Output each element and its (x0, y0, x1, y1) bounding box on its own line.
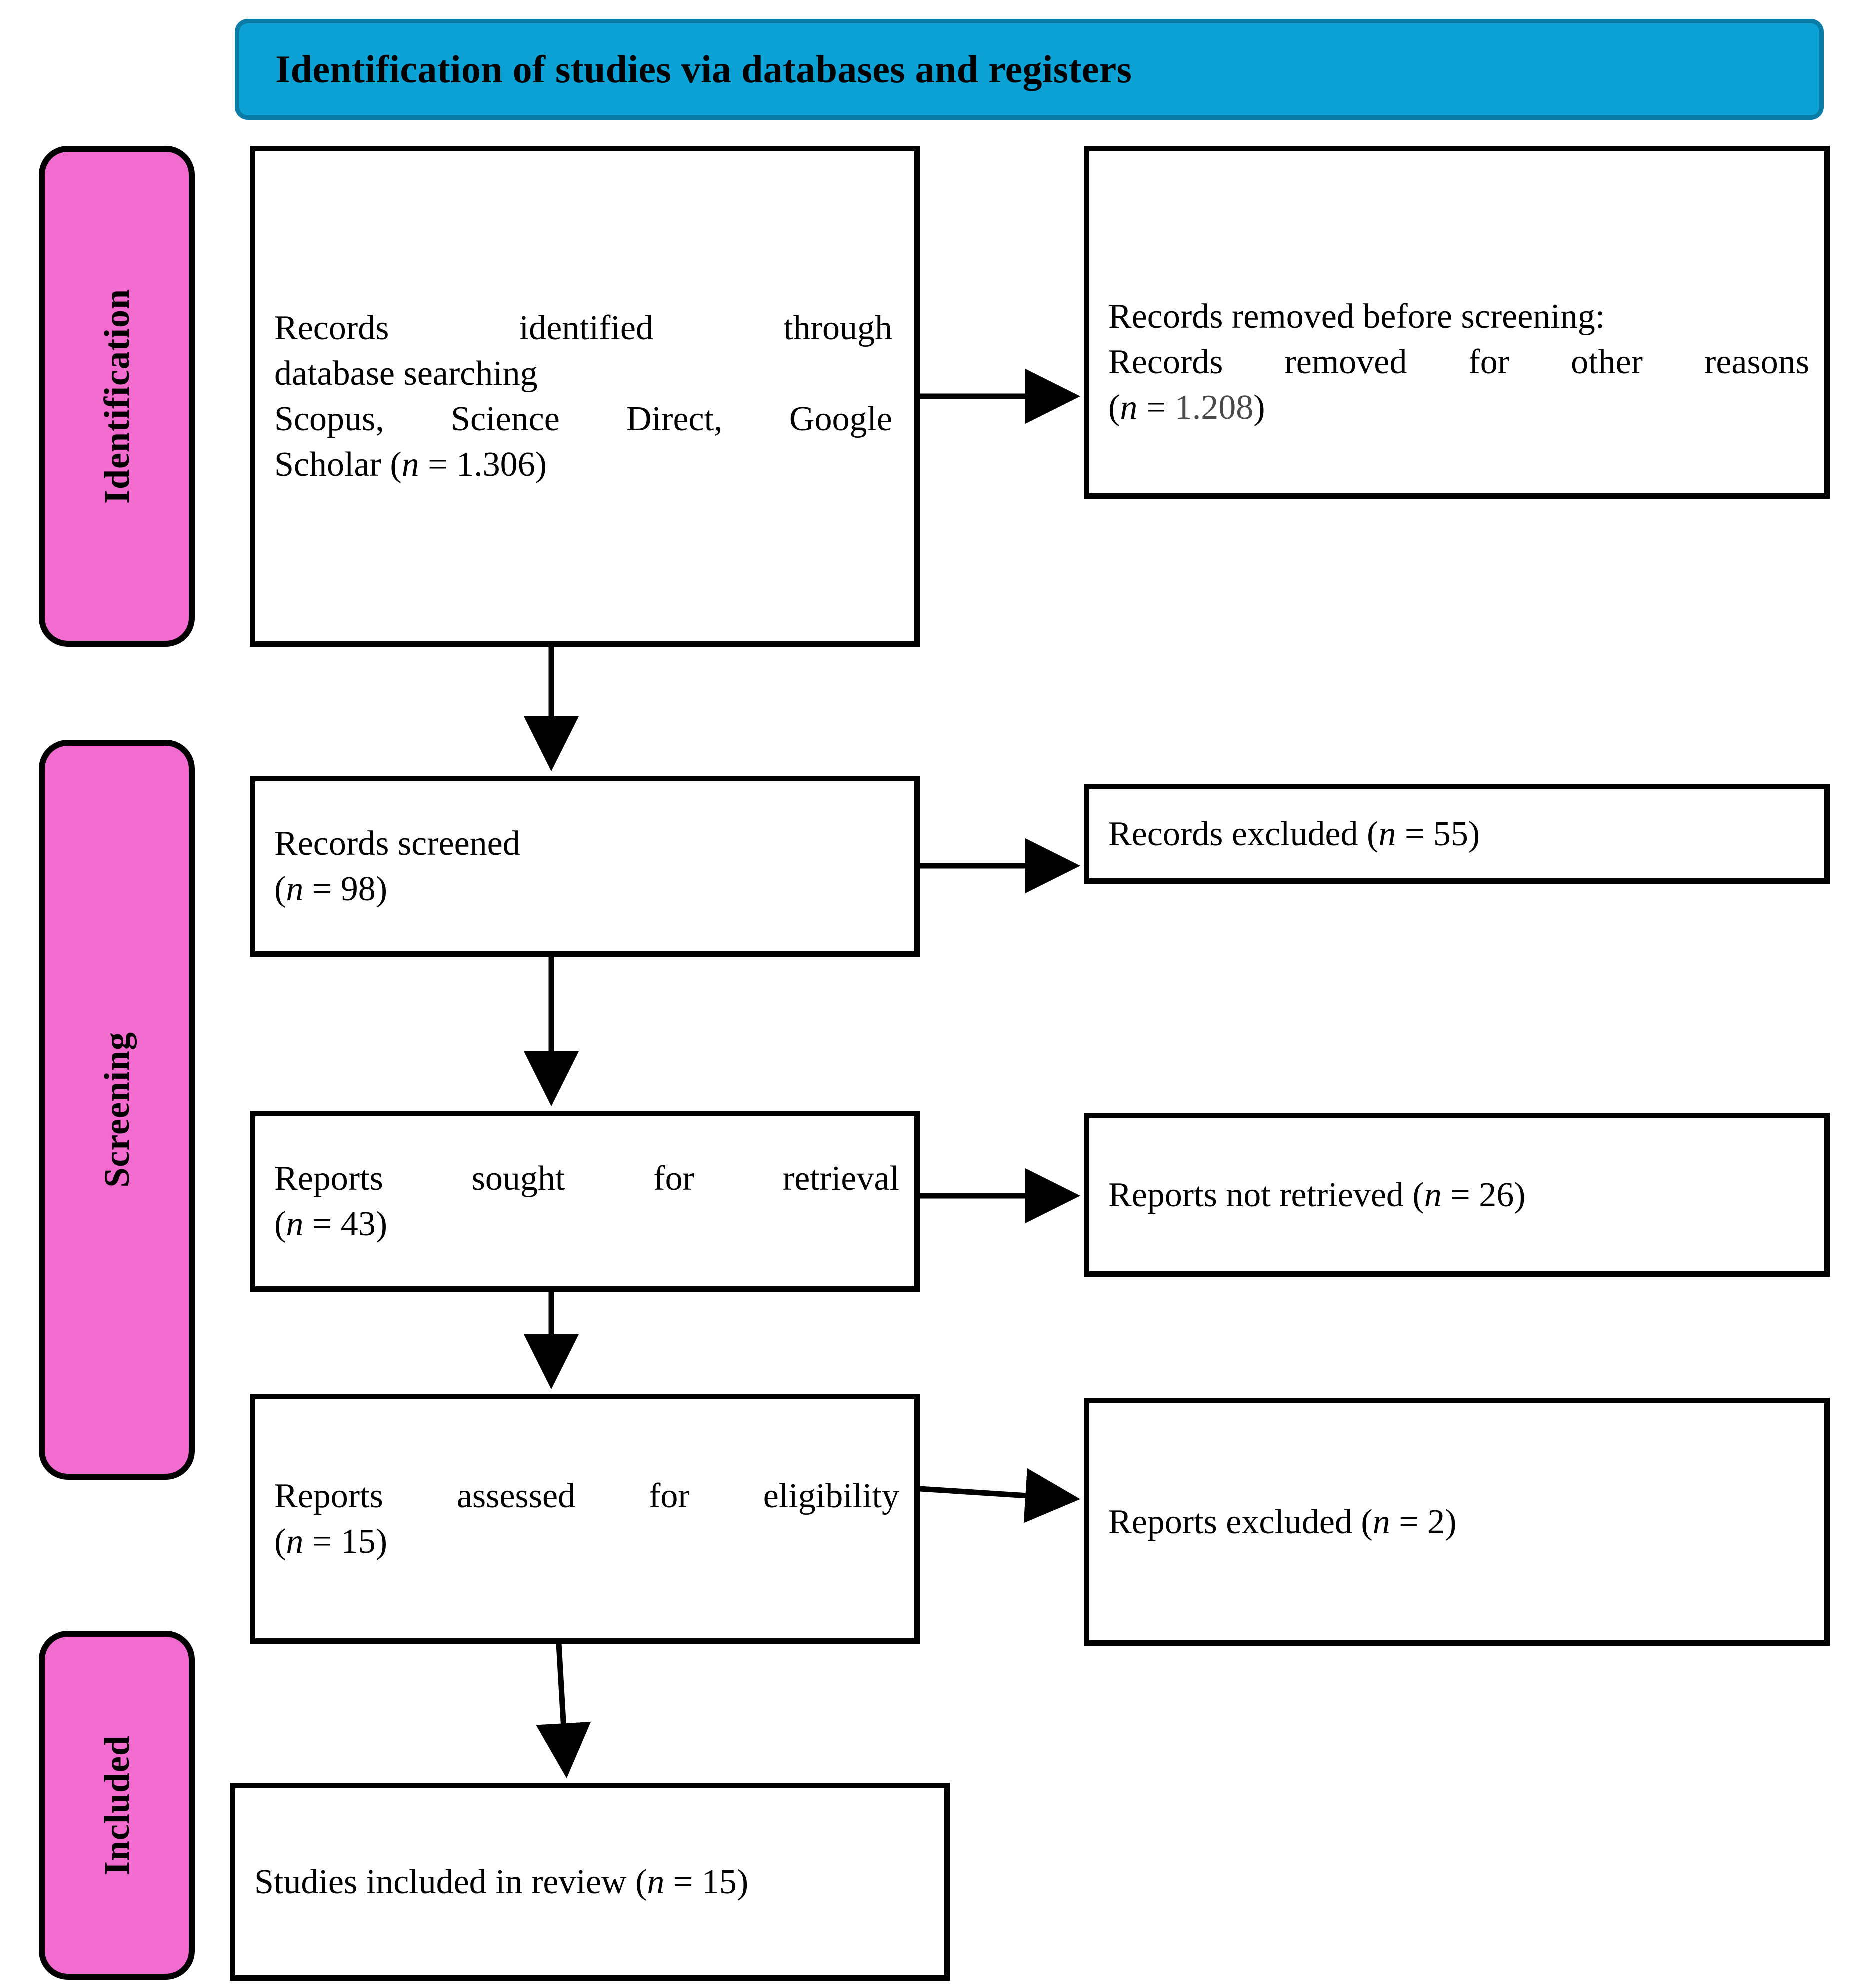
box-records-excluded-text: Records excluded (n = 55) (1090, 811, 1824, 857)
records-removed-paren-close: ) (1254, 388, 1266, 427)
diagram-header-title: Identification of studies via databases … (276, 47, 1132, 91)
box-records-screened-text: Records screened (n = 98) (256, 821, 914, 912)
box-reports-sought: Reports sought for retrieval (n = 43) (250, 1111, 920, 1292)
box-studies-included: Studies included in review (n = 15) (230, 1783, 950, 1981)
reports-not-retrieved-label: Reports not retrieved ( (1108, 1175, 1424, 1214)
records-removed-line1: Records removed before screening: (1108, 297, 1606, 336)
reports-sought-n-value: = 43) (304, 1205, 388, 1243)
records-identified-line4-prefix: Scholar ( (274, 445, 402, 484)
stage-label-included-text: Included (96, 1735, 137, 1876)
arrow-assessed-to-included (536, 1643, 592, 1778)
records-identified-n-value: = 1.306) (419, 445, 547, 484)
reports-sought-n-symbol: n (286, 1205, 304, 1243)
reports-assessed-paren-open: ( (274, 1522, 286, 1561)
box-reports-assessed: Reports assessed for eligibility (n = 15… (250, 1394, 920, 1644)
records-identified-line2: database searching (274, 354, 538, 393)
stage-label-identification: Identification (39, 146, 195, 647)
arrow-assessed-to-reports-excluded (920, 1468, 1080, 1523)
stage-label-screening: Screening (39, 740, 195, 1480)
box-records-removed: Records removed before screening: Record… (1084, 146, 1830, 499)
reports-assessed-line1: Reports assessed for eligibility (274, 1477, 900, 1515)
box-records-removed-text: Records removed before screening: Record… (1090, 294, 1824, 430)
records-excluded-n-value: = 55) (1396, 814, 1480, 853)
stage-label-screening-text: Screening (96, 1032, 137, 1188)
studies-included-label: Studies included in review ( (254, 1862, 648, 1901)
reports-assessed-n-symbol: n (286, 1522, 304, 1561)
reports-sought-line1: Reports sought for retrieval (274, 1159, 900, 1198)
reports-not-retrieved-n-value: = 26) (1442, 1175, 1526, 1214)
box-records-screened: Records screened (n = 98) (250, 776, 920, 957)
stage-label-included: Included (39, 1631, 195, 1980)
records-removed-equals: = (1138, 388, 1175, 427)
records-removed-line2: Records removed for other reasons (1108, 342, 1810, 381)
diagram-header-banner: Identification of studies via databases … (235, 19, 1824, 120)
records-identified-line3: Scopus, Science Direct, Google (274, 400, 892, 438)
records-removed-paren-open: ( (1108, 388, 1120, 427)
box-reports-not-retrieved: Reports not retrieved (n = 26) (1084, 1113, 1830, 1277)
box-reports-assessed-text: Reports assessed for eligibility (n = 15… (256, 1473, 914, 1564)
box-records-identified-text: Records identified through database sear… (256, 305, 914, 487)
box-reports-excluded-text: Reports excluded (n = 2) (1090, 1499, 1824, 1545)
studies-included-n-value: = 15) (664, 1862, 749, 1901)
records-identified-n-symbol: n (402, 445, 420, 484)
box-records-excluded: Records excluded (n = 55) (1084, 784, 1830, 884)
records-removed-n-value: 1.208 (1174, 388, 1254, 427)
stage-label-identification-text: Identification (96, 288, 137, 504)
records-screened-paren-open: ( (274, 870, 286, 908)
reports-excluded-n-value: = 2) (1390, 1502, 1457, 1541)
reports-sought-paren-open: ( (274, 1205, 286, 1243)
records-screened-line1: Records screened (274, 824, 520, 863)
box-reports-sought-text: Reports sought for retrieval (n = 43) (256, 1156, 914, 1247)
reports-not-retrieved-n-symbol: n (1424, 1175, 1442, 1214)
records-screened-n-value: = 98) (304, 870, 388, 908)
records-identified-line1: Records identified through (274, 309, 892, 347)
records-excluded-label: Records excluded ( (1108, 814, 1379, 853)
box-reports-not-retrieved-text: Reports not retrieved (n = 26) (1090, 1172, 1824, 1218)
reports-assessed-n-value: = 15) (304, 1522, 388, 1561)
box-studies-included-text: Studies included in review (n = 15) (236, 1859, 944, 1905)
records-removed-n-symbol: n (1120, 388, 1138, 427)
records-excluded-n-symbol: n (1378, 814, 1396, 853)
records-screened-n-symbol: n (286, 870, 304, 908)
box-records-identified: Records identified through database sear… (250, 146, 920, 647)
reports-excluded-n-symbol: n (1372, 1502, 1390, 1541)
reports-excluded-label: Reports excluded ( (1108, 1502, 1373, 1541)
box-reports-excluded: Reports excluded (n = 2) (1084, 1398, 1830, 1646)
studies-included-n-symbol: n (647, 1862, 665, 1901)
